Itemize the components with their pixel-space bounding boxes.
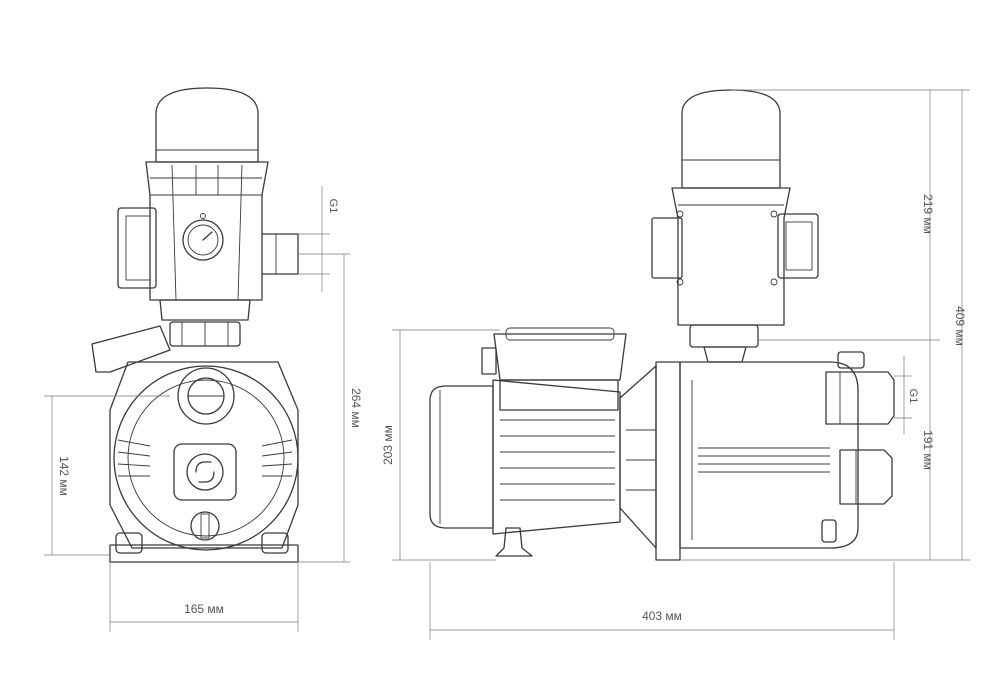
side-total-height-label: 409 мм <box>953 306 967 346</box>
side-inlet-height-dimension: 191 мм <box>921 340 935 560</box>
side-length-dimension: 403 мм <box>429 562 895 640</box>
side-total-height-dimension: 409 мм <box>680 89 970 561</box>
side-switch-height-dimension: 219 мм <box>758 90 940 341</box>
side-inlet-height-label: 191 мм <box>921 430 935 470</box>
side-inlet-thread-dimension: G1 <box>894 356 919 434</box>
front-outlet-label: G1 <box>327 199 339 214</box>
front-view-pump <box>91 87 299 563</box>
front-total-height-dimension: 264 мм <box>298 253 363 563</box>
front-width-label: 165 мм <box>184 602 224 616</box>
front-outlet-thread-dimension: G1 <box>298 186 339 292</box>
side-view-pump <box>429 89 895 561</box>
side-length-label: 403 мм <box>642 609 682 623</box>
front-total-height-label: 264 мм <box>349 388 363 428</box>
side-inlet-label: G1 <box>907 389 919 404</box>
front-width-dimension: 165 мм <box>109 562 299 632</box>
front-axis-height-label: 142 мм <box>57 456 71 496</box>
front-axis-height-dimension: 142 мм <box>44 395 170 556</box>
side-motor-height-dimension: 203 мм <box>381 329 500 561</box>
side-motor-height-label: 203 мм <box>381 425 395 465</box>
side-switch-height-label: 219 мм <box>921 194 935 234</box>
